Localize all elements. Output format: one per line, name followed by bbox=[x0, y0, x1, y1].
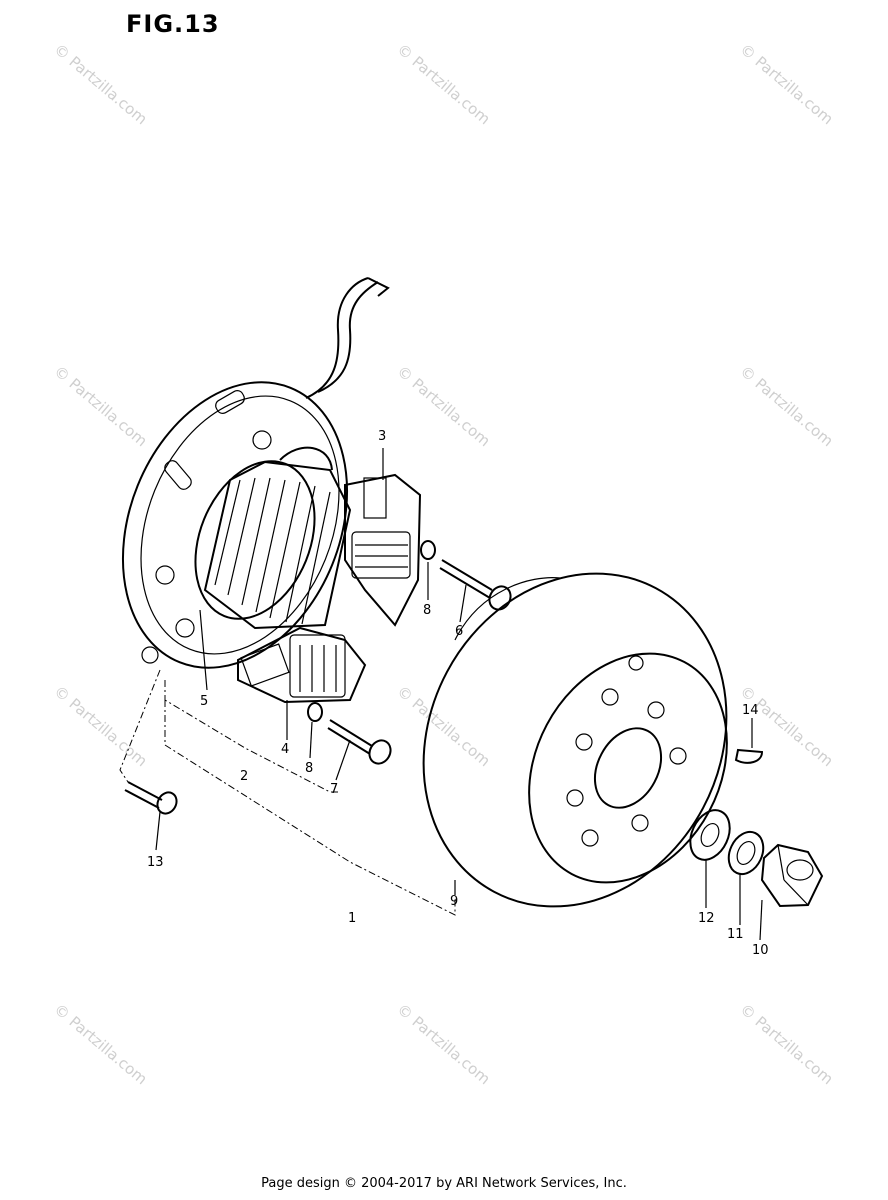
callout-11: 11 bbox=[727, 927, 744, 942]
callout-8-lower: 8 bbox=[305, 761, 313, 776]
callout-7: 7 bbox=[330, 782, 338, 797]
leader-lines bbox=[119, 448, 763, 941]
flat-washer bbox=[689, 809, 731, 861]
callout-3: 3 bbox=[378, 429, 386, 444]
screw-lower bbox=[327, 719, 392, 765]
page-footer: Page design © 2004-2017 by ARI Network S… bbox=[261, 1176, 627, 1191]
callout-8-upper: 8 bbox=[423, 603, 431, 618]
figure-title: FIG.13 bbox=[126, 10, 220, 38]
wire-harness bbox=[305, 277, 390, 399]
callout-14: 14 bbox=[742, 703, 759, 718]
hex-nut bbox=[760, 843, 824, 908]
callout-6: 6 bbox=[455, 624, 463, 639]
pickup-coil-upper bbox=[344, 473, 422, 627]
pickup-coil-lower bbox=[237, 626, 367, 704]
callout-12: 12 bbox=[698, 911, 715, 926]
callout-13: 13 bbox=[147, 855, 164, 870]
callout-1: 1 bbox=[348, 911, 356, 926]
callout-2: 2 bbox=[240, 769, 248, 784]
woodruff-key bbox=[734, 748, 764, 764]
washer-upper bbox=[420, 540, 436, 560]
callout-10: 10 bbox=[752, 943, 769, 958]
screw-base bbox=[124, 781, 178, 815]
stator-plate bbox=[121, 381, 349, 669]
stator-coil bbox=[203, 446, 352, 630]
lock-washer bbox=[727, 830, 765, 876]
callout-9: 9 bbox=[450, 894, 458, 909]
callout-5: 5 bbox=[200, 694, 208, 709]
washer-lower bbox=[307, 702, 323, 722]
callout-4: 4 bbox=[281, 742, 289, 757]
rotor-flywheel bbox=[422, 572, 728, 908]
